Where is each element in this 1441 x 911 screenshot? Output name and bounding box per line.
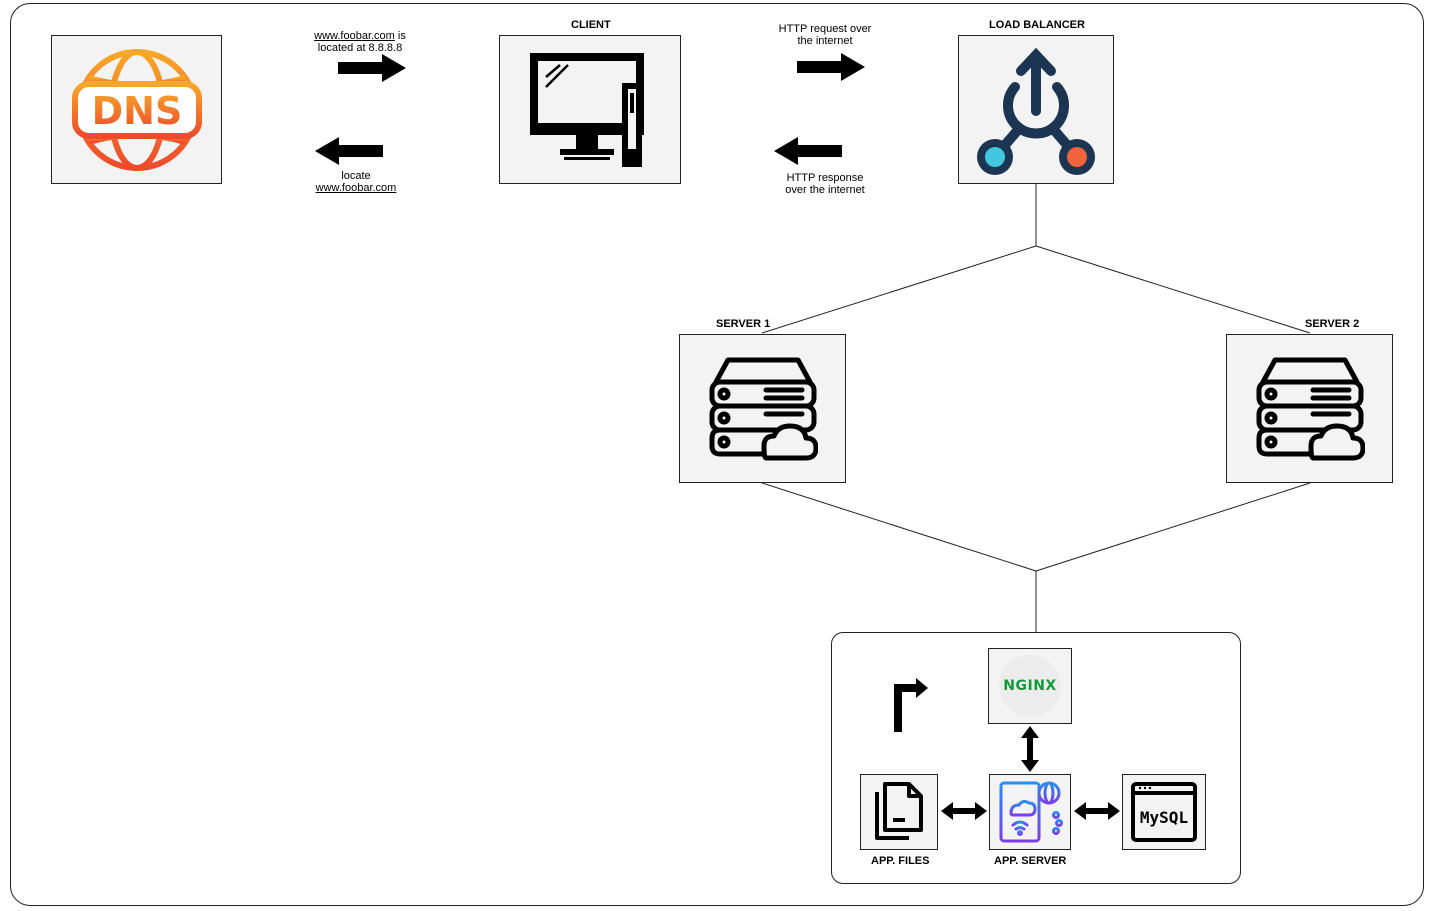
server1-to-stack-line: [761, 482, 1037, 572]
documents-icon: [875, 782, 923, 840]
corner-arrow-icon: [894, 678, 928, 732]
dns-globe-icon: DNS: [71, 48, 202, 171]
dns-logo-text: DNS: [91, 89, 182, 133]
dns-answer-note: www.foobar.com is located at 8.8.8.8: [300, 30, 420, 54]
cloud-app-server-icon: [999, 781, 1063, 843]
lb-to-server1-line: [761, 245, 1037, 334]
cloud-server-icon: [1256, 357, 1365, 460]
double-arrow-vertical-icon: [1021, 726, 1039, 772]
desktop-computer-icon: [530, 52, 644, 167]
server2-box: [1226, 334, 1393, 483]
answer-suffix: is: [394, 30, 406, 42]
mysql-box: MySQL: [1122, 774, 1206, 850]
server2-title: SERVER 2: [1305, 318, 1360, 330]
app-files-box: [860, 774, 938, 850]
diagram-frame: [10, 3, 1424, 906]
load-balancer-title: LOAD BALANCER: [989, 19, 1085, 31]
response-line1: HTTP response: [786, 172, 864, 184]
nginx-box: NGINX: [988, 648, 1072, 724]
mysql-logo-text: MySQL: [1140, 808, 1188, 827]
app-server-title: APP. SERVER: [994, 855, 1067, 867]
http-response-note: HTTP response over the internet: [766, 172, 884, 196]
response-line2: over the internet: [785, 184, 865, 196]
request-line1: HTTP request over: [778, 23, 872, 35]
left-arrow-icon: [774, 137, 842, 165]
load-balancer-box: [958, 35, 1114, 184]
double-arrow-horizontal-icon: [1074, 802, 1120, 820]
load-balancer-icon: [977, 47, 1095, 175]
answer-line2: located at 8.8.8.8: [317, 42, 403, 54]
server1-box: [679, 334, 846, 483]
right-arrow-icon: [797, 53, 865, 81]
double-arrow-horizontal-icon: [941, 802, 987, 820]
server1-title: SERVER 1: [716, 318, 771, 330]
dns-query-note: locate www.foobar.com: [296, 170, 416, 194]
cloud-server-icon: [709, 357, 818, 460]
right-arrow-icon: [338, 54, 406, 82]
client-title: CLIENT: [571, 19, 611, 31]
http-request-note: HTTP request over the internet: [766, 23, 884, 47]
mysql-logo: MySQL: [1131, 782, 1197, 842]
left-arrow-icon: [315, 137, 383, 165]
client-box: [499, 35, 681, 184]
nginx-logo-text: NGINX: [1003, 678, 1057, 694]
query-line1: locate: [341, 170, 371, 182]
answer-domain-link[interactable]: www.foobar.com: [314, 30, 395, 42]
server2-to-stack-line: [1035, 482, 1311, 572]
app-files-title: APP. FILES: [871, 855, 930, 867]
server-stack-container: [831, 632, 1241, 884]
request-line2: the internet: [797, 35, 853, 47]
app-server-box: [989, 774, 1071, 850]
dns-box: DNS: [51, 35, 222, 184]
query-domain-link[interactable]: www.foobar.com: [315, 182, 397, 194]
lb-to-server2-line: [1035, 245, 1311, 334]
nginx-logo: NGINX: [999, 655, 1061, 717]
